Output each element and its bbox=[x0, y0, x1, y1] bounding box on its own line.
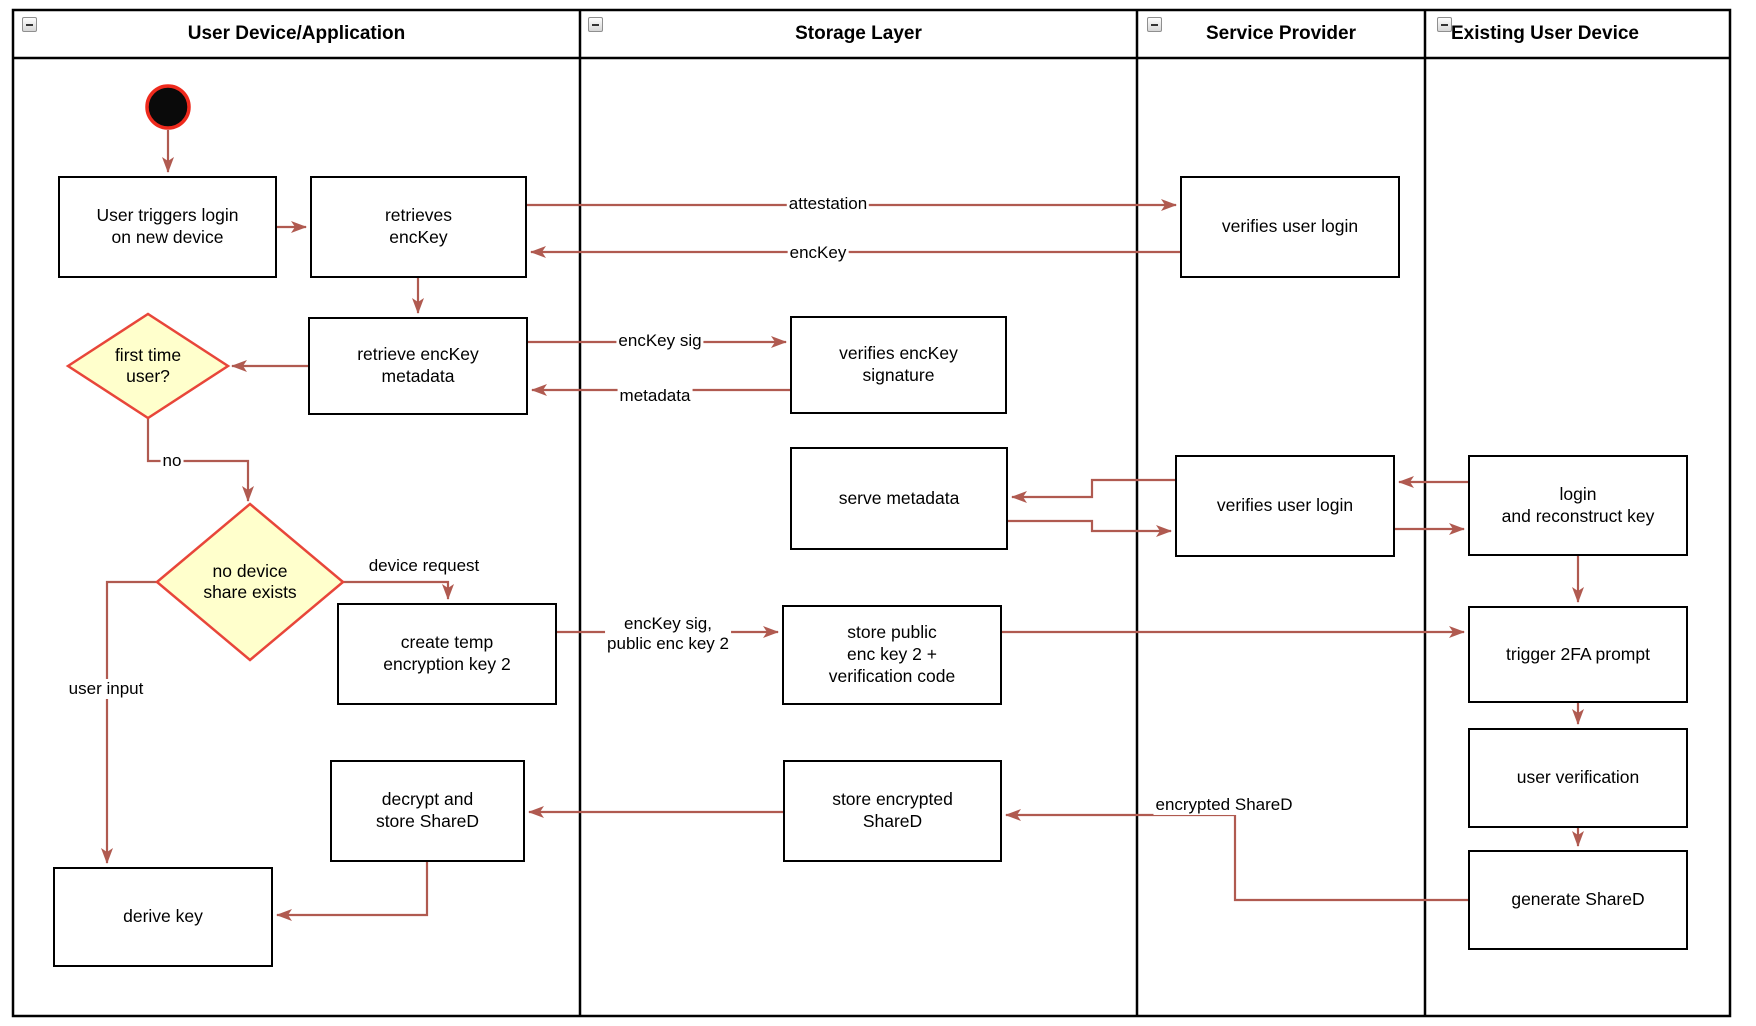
activity-derive-key: derive key bbox=[53, 867, 273, 967]
edge-decrypt-to-derive bbox=[276, 862, 429, 921]
lane-header-storage-layer: Storage Layer bbox=[795, 23, 922, 44]
edge-label-enckey-return: encKey bbox=[787, 242, 849, 264]
collapse-minus-icon[interactable] bbox=[1147, 17, 1162, 32]
activity-retrieves-enckey: retrieves encKey bbox=[310, 176, 527, 278]
collapse-minus-icon[interactable] bbox=[588, 17, 603, 32]
decision-first-time-user bbox=[65, 312, 231, 420]
activity-verifies-user-login-2: verifies user login bbox=[1175, 455, 1395, 557]
edge-label-device-request: device request bbox=[366, 555, 482, 577]
activity-verifies-user-login-1: verifies user login bbox=[1180, 176, 1400, 278]
collapse-minus-icon[interactable] bbox=[22, 17, 37, 32]
edge-serve-to-vul2 bbox=[1008, 519, 1172, 537]
activity-user-triggers-login: User triggers login on new device bbox=[58, 176, 277, 278]
activity-generate-shared: generate ShareD bbox=[1468, 850, 1688, 950]
lane-header-user-device: User Device/Application bbox=[187, 23, 406, 44]
edge-label-enckey-sig-public-key: encKey sig, public enc key 2 bbox=[605, 613, 731, 655]
activity-store-encrypted-shared: store encrypted ShareD bbox=[783, 760, 1002, 862]
edge-label-enckey-sig: encKey sig bbox=[616, 330, 704, 352]
activity-user-verification: user verification bbox=[1468, 728, 1688, 828]
edge-no-branch bbox=[146, 418, 254, 502]
edge-device-request bbox=[343, 580, 454, 600]
activity-create-temp-encryption-key-2: create temp encryption key 2 bbox=[337, 603, 557, 705]
edge-label-no-branch: no bbox=[160, 450, 184, 472]
edge-label-metadata-return: metadata bbox=[617, 385, 693, 407]
edge-label-attestation: attestation bbox=[786, 193, 870, 215]
edge-vul2-to-serve bbox=[1011, 478, 1175, 503]
pool-border bbox=[11, 8, 1732, 1018]
edge-label-encrypted-shared: encrypted ShareD bbox=[1153, 794, 1295, 816]
decision-label-no-device-share-exists: no device share exists bbox=[203, 561, 297, 602]
activity-serve-metadata: serve metadata bbox=[790, 447, 1008, 550]
edge-encrypted-shared bbox=[1005, 809, 1468, 902]
lane-header-service-provider: Service Provider bbox=[1206, 23, 1356, 44]
activity-retrieve-enckey-metadata: retrieve encKey metadata bbox=[308, 317, 528, 415]
activity-trigger-2fa-prompt: trigger 2FA prompt bbox=[1468, 606, 1688, 703]
edge-label-user-input: user input bbox=[66, 678, 146, 700]
activity-verifies-enckey-signature: verifies encKey signature bbox=[790, 316, 1007, 414]
decision-label-first-time-user: first time user? bbox=[114, 345, 182, 386]
activity-decrypt-and-store-shared: decrypt and store ShareD bbox=[330, 760, 525, 862]
decision-no-device-share-exists bbox=[155, 502, 345, 662]
start-node bbox=[145, 84, 191, 130]
lane-header-existing-user-device: Existing User Device bbox=[1451, 23, 1639, 44]
activity-store-public-enc-key-2: store public enc key 2 + verification co… bbox=[782, 605, 1002, 705]
activity-login-and-reconstruct-key: login and reconstruct key bbox=[1468, 455, 1688, 556]
collapse-minus-icon[interactable] bbox=[1437, 17, 1452, 32]
edge-user-input bbox=[101, 580, 157, 864]
